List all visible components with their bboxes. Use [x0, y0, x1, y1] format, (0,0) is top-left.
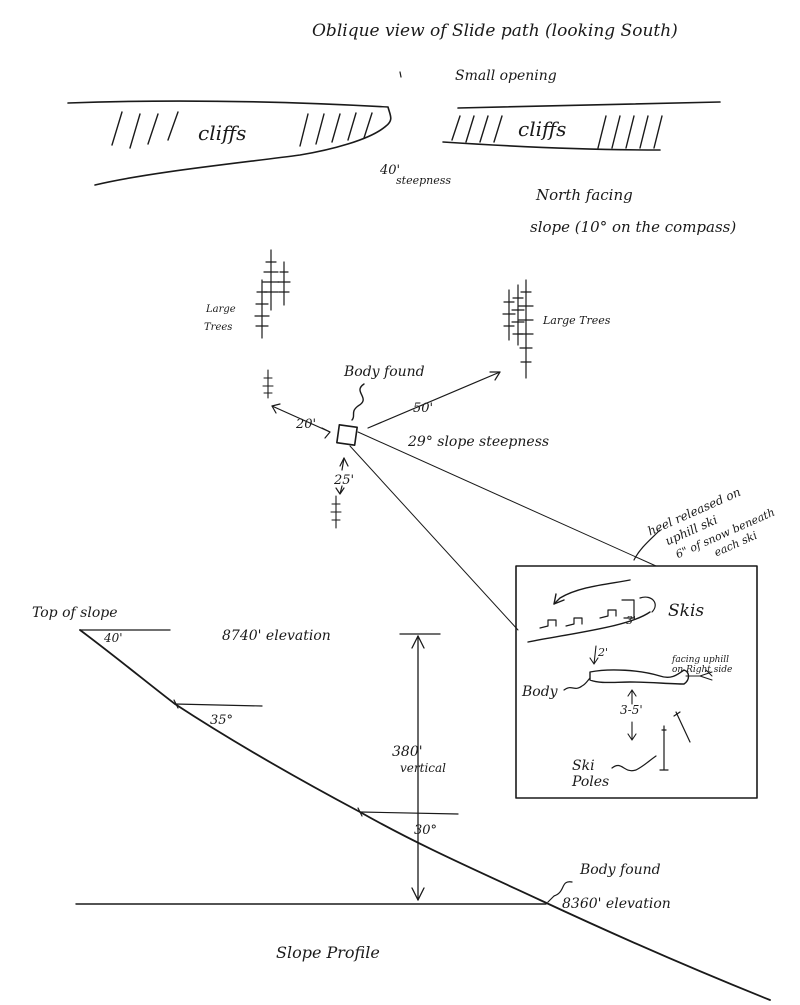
- top-of-slope-label: Top of slope: [32, 605, 118, 621]
- mid-tick-2: [357, 807, 363, 817]
- angle-35: 35°: [210, 713, 233, 728]
- heel-pointer-head: [553, 593, 565, 605]
- facing-note-1: facing uphill: [671, 655, 729, 665]
- inset-projection-line-1: [357, 431, 657, 567]
- heel-pointer: [553, 579, 631, 605]
- angle-30: 30°: [414, 823, 437, 838]
- tree-cluster-right: [502, 279, 534, 379]
- ski-poles-pointer: [611, 755, 657, 772]
- dist-2ft: 2': [597, 646, 608, 659]
- dist-3-5ft: 3-5': [620, 703, 643, 717]
- ski-pole-1: [659, 725, 669, 771]
- north-facing-label: North facing: [535, 186, 633, 204]
- cliffs-left-label: cliffs: [198, 121, 246, 145]
- large-trees-left-label-1: Large: [205, 304, 236, 315]
- vertical-word: vertical: [400, 761, 446, 775]
- cliffs-right-label: cliffs: [518, 117, 566, 141]
- tick-mark: [399, 71, 402, 78]
- inset-3-5-arrow-down: [627, 721, 637, 741]
- distance-arrow-50: [367, 371, 501, 429]
- inset-skis-bracket: [621, 599, 635, 619]
- cliffs-right: cliffs: [442, 101, 721, 151]
- skis-label: Skis: [668, 601, 704, 621]
- facing-note-2: on Right side: [672, 665, 732, 675]
- cliffs-left: cliffs: [67, 100, 392, 186]
- tree-cluster-left: [254, 249, 291, 339]
- mid-horizontal-ref-1: [174, 703, 263, 707]
- ski-pole-2: [673, 711, 691, 743]
- body-found-pointer: [351, 383, 365, 421]
- body-found-label-bottom: Body found: [579, 862, 661, 878]
- distance-arrow-25: [335, 457, 349, 495]
- tree-single-bottom: [330, 495, 342, 529]
- inset-ski-pair: [539, 609, 617, 629]
- cliff-steepness-word: steepness: [396, 174, 451, 187]
- elevation-top: 8740' elevation: [222, 628, 331, 644]
- elevation-bottom: 8360' elevation: [562, 896, 671, 912]
- tree-single-left: [262, 369, 274, 399]
- inset-body-label: Body: [521, 684, 559, 700]
- distance-arrow-20: [271, 403, 331, 439]
- distance-25: 25': [333, 473, 354, 488]
- large-trees-right-label: Large Trees: [542, 314, 611, 327]
- mid-tick-1: [173, 699, 179, 709]
- slope-profile-caption: Slope Profile: [276, 943, 380, 962]
- small-opening-label: Small opening: [455, 68, 557, 84]
- heel-note: heel released on uphill ski 6" of snow b…: [646, 485, 777, 561]
- ski-poles-label-1: Ski: [572, 758, 595, 774]
- skis-pointer: [639, 596, 656, 613]
- inset-projection-line-2: [349, 445, 519, 631]
- distance-50: 50': [413, 401, 433, 416]
- body-location-marker: [336, 424, 358, 446]
- heel-note-pointer: [633, 529, 661, 561]
- vertical-value: 380': [392, 744, 423, 760]
- body-figure-legs: [685, 669, 713, 681]
- slope-compass-label: slope (10° on the compass): [530, 218, 736, 236]
- vertical-dimension-arrow: [399, 633, 441, 901]
- angle-40: 40': [103, 631, 123, 645]
- inset-2ft-arrow: [589, 645, 599, 665]
- detail-inset: Skis 3' 2' facing uphill on Right side B…: [515, 565, 758, 799]
- cliff-steepness-value: 40': [379, 163, 400, 178]
- dist-3ft: 3': [626, 614, 636, 627]
- large-trees-left-label-2: Trees: [204, 322, 232, 333]
- sketch-title: Oblique view of Slide path (looking Sout…: [312, 21, 678, 41]
- inset-slope-line: [527, 611, 651, 643]
- inset-body-pointer: [563, 677, 591, 691]
- slope-profile-line: [79, 629, 771, 1001]
- inset-3-5-arrow-up: [627, 689, 637, 705]
- mid-horizontal-ref-2: [359, 811, 459, 815]
- ski-poles-label-2: Poles: [571, 774, 609, 790]
- body-found-label-top: Body found: [343, 364, 425, 380]
- distance-20: 20': [295, 417, 316, 432]
- slope-steepness-label: 29° slope steepness: [407, 434, 549, 450]
- body-found-bottom-pointer: [547, 881, 573, 903]
